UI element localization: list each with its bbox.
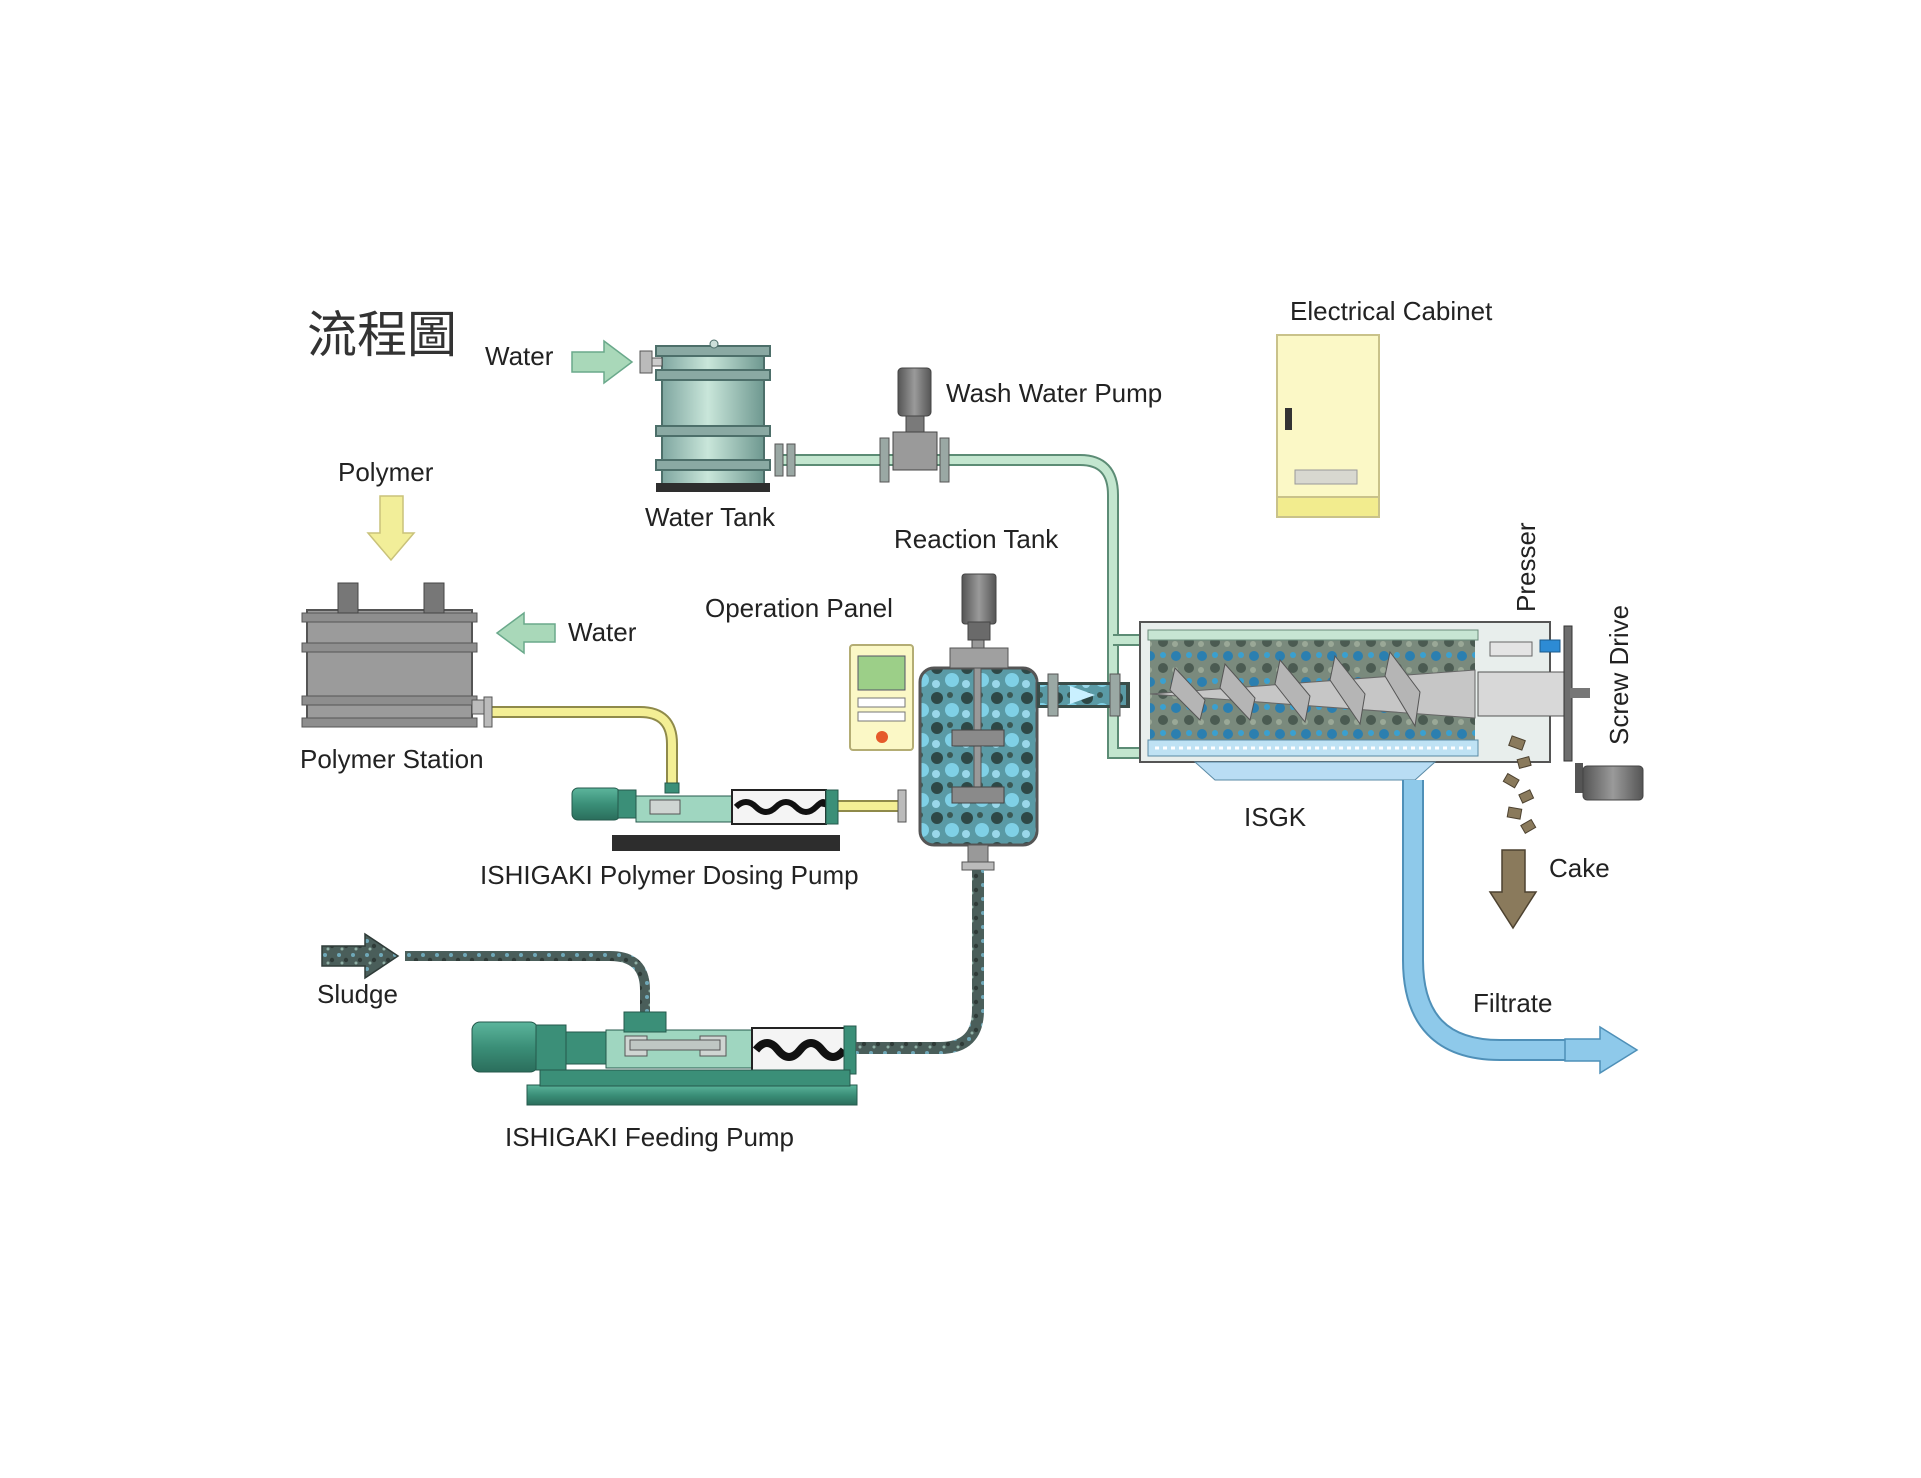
wash-water-pump-label: Wash Water Pump: [946, 378, 1162, 408]
sludge-label: Sludge: [317, 979, 398, 1009]
sludge-pipe: [405, 951, 650, 1012]
water-mid-arrow: [495, 611, 556, 655]
wash-water-pump: [892, 367, 938, 471]
reaction-tank-label: Reaction Tank: [894, 524, 1059, 554]
polymer-station-label: Polymer Station: [300, 744, 484, 774]
cake-arrow: [1488, 849, 1538, 930]
water-top-label: Water: [485, 341, 554, 371]
isgk-label: ISGK: [1244, 802, 1307, 832]
sludge-inlet-arrow: [321, 932, 400, 980]
screw-drive-label: Screw Drive: [1604, 605, 1634, 745]
polymer-pipe: [484, 706, 678, 790]
feeding-pump: [471, 1011, 858, 1106]
diagram-title: 流程圖: [307, 306, 457, 364]
sludge-feed-pipe: [856, 870, 984, 1054]
presser-label: Presser: [1511, 522, 1541, 612]
water-inlet-arrow: [571, 339, 634, 385]
polymer-inlet-arrow: [366, 495, 416, 562]
feeding-pump-label: ISHIGAKI Feeding Pump: [505, 1122, 794, 1152]
screw-drive-motor: [1575, 763, 1644, 801]
filtrate-label: Filtrate: [1473, 988, 1552, 1018]
cake-discharge: [1502, 735, 1537, 835]
cake-label: Cake: [1549, 853, 1610, 883]
polymer-label: Polymer: [338, 457, 434, 487]
filtrate-arrow: [1564, 1025, 1639, 1075]
reaction-tank: [918, 573, 1039, 871]
isgk-screw-press: [1139, 621, 1590, 781]
water-mid-label: Water: [568, 617, 637, 647]
polymer-dosing-pump: [571, 782, 840, 851]
polymer-dosing-pump-label: ISHIGAKI Polymer Dosing Pump: [480, 860, 859, 890]
electrical-cabinet: [1276, 334, 1380, 518]
operation-panel-label: Operation Panel: [705, 593, 893, 623]
polymer-station: [301, 582, 485, 728]
water-tank: [639, 339, 771, 492]
operation-panel: [849, 644, 914, 751]
electrical-cabinet-label: Electrical Cabinet: [1290, 296, 1493, 326]
water-tank-label: Water Tank: [645, 502, 776, 532]
